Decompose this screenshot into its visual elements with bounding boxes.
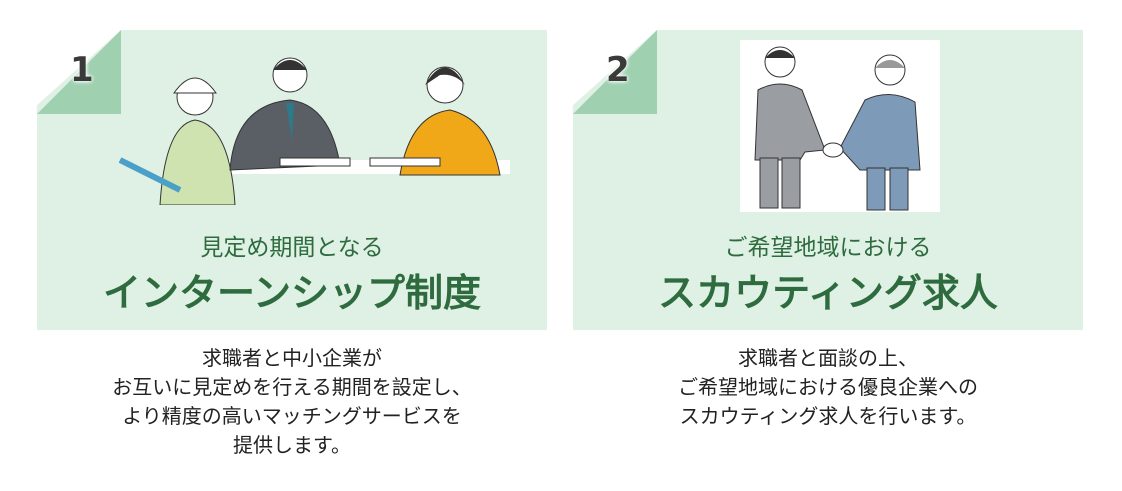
handshake-illustration-icon	[740, 40, 940, 212]
description-line: 求職者と面談の上、	[738, 346, 918, 370]
description-line: 提供します。	[233, 433, 351, 457]
card-title: インターンシップ制度	[102, 271, 482, 315]
card-subtitle: 見定め期間となる	[200, 235, 384, 261]
card-title: スカウティング求人	[658, 271, 998, 315]
description-line: 求職者と中小企業が	[202, 346, 382, 370]
description-line: ご希望地域における優良企業への	[678, 375, 978, 399]
description-line: スカウティング求人を行います。	[679, 404, 977, 428]
description-line: お互いに見定めを行える期間を設定し、	[112, 375, 472, 399]
meeting-illustration-icon	[118, 57, 510, 205]
card-subtitle: ご希望地域における	[724, 235, 932, 261]
card-description: 求職者と中小企業が お互いに見定めを行える期間を設定し、 より精度の高いマッチン…	[37, 344, 547, 460]
card-number: 1	[70, 50, 94, 90]
description-line: より精度の高いマッチングサービスを	[122, 404, 462, 428]
card-description: 求職者と面談の上、 ご希望地域における優良企業への スカウティング求人を行います…	[573, 344, 1083, 431]
card-number: 2	[606, 50, 630, 90]
